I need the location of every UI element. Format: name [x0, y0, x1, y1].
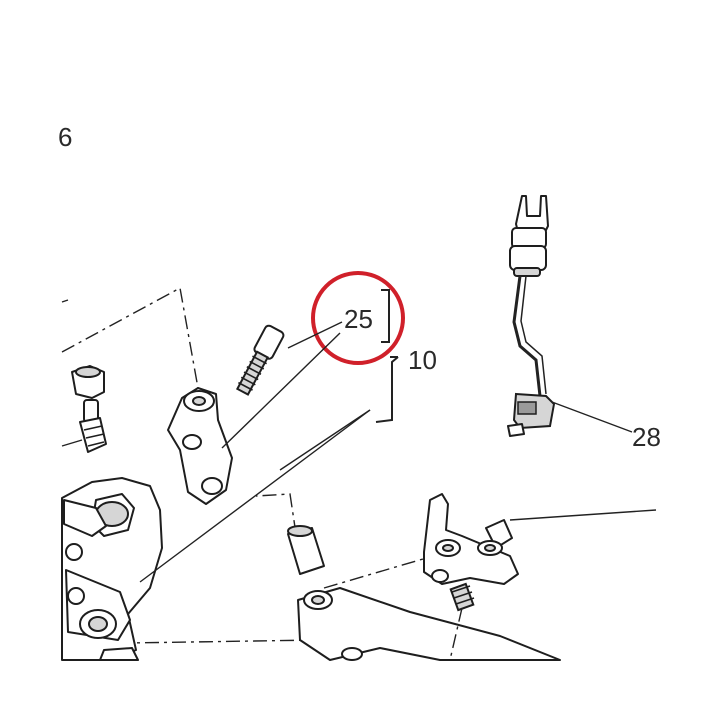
phantom-line-upper: [61, 286, 199, 389]
callout-bracket-group: 10: [408, 345, 437, 375]
phantom-line-bolt: [255, 493, 297, 535]
hex-socket-bolt: [235, 324, 285, 396]
speed-sensor: [507, 195, 633, 437]
caliper-body: [61, 477, 163, 661]
group-brace: [375, 289, 399, 423]
leader-fitting: [61, 439, 83, 447]
leader-bolt: [287, 321, 343, 349]
callout-bolt: 25: [344, 304, 373, 334]
lever-bracket: [423, 493, 519, 585]
leader-arm: [279, 409, 371, 471]
callout-sensor: 28: [632, 422, 661, 452]
phantom-line-lower: [63, 639, 319, 645]
clamp-bracket: [167, 387, 233, 505]
leader-sleeve-long: [139, 409, 371, 583]
phantom-line-left: [61, 299, 69, 303]
spacer-sleeve: [287, 525, 325, 575]
bleeder-fitting: [71, 365, 107, 453]
leader-screw: [509, 509, 657, 521]
phantom-line-screw: [449, 607, 463, 661]
phantom-line-arm: [323, 553, 441, 589]
lower-arm: [297, 587, 561, 661]
callout-partial-left: 6: [58, 122, 72, 152]
leader-bracket: [221, 332, 341, 449]
set-screw: [449, 582, 475, 612]
adjuster-screw: [477, 519, 513, 556]
highlight-circle: [311, 271, 405, 365]
